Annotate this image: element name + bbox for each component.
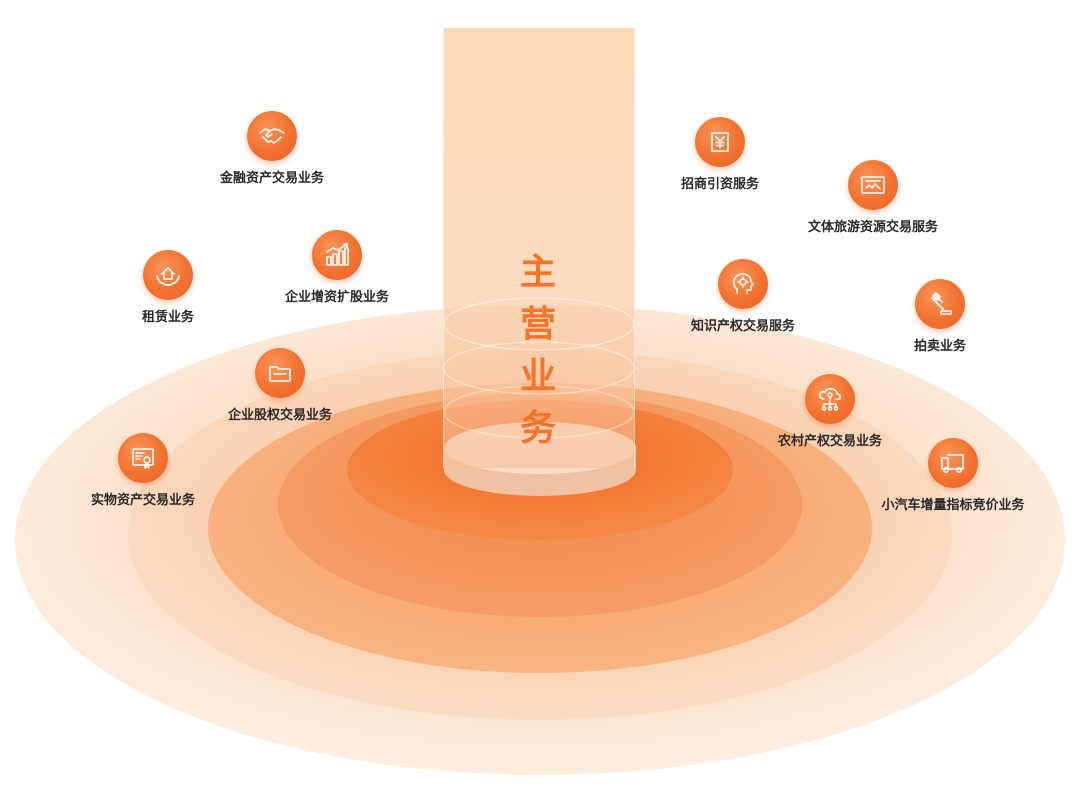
node-investment-attraction[interactable]: 招商引资服务	[670, 117, 770, 192]
folder-icon	[255, 348, 305, 398]
node-capital-increase[interactable]: 企业增资扩股业务	[272, 230, 402, 305]
cloud-network-icon	[805, 374, 855, 424]
node-label: 拍卖业务	[913, 339, 966, 354]
yuan-calendar-icon	[695, 117, 745, 167]
node-car-quota-bidding[interactable]: 小汽车增量指标竞价业务	[868, 438, 1038, 513]
node-label: 招商引资服务	[680, 177, 759, 192]
node-label: 租赁业务	[141, 310, 194, 325]
certificate-icon	[118, 433, 168, 483]
node-physical-assets[interactable]: 实物资产交易业务	[78, 433, 208, 508]
node-culture-tourism[interactable]: 文体旅游资源交易服务	[793, 160, 953, 235]
node-label: 实物资产交易业务	[90, 493, 195, 508]
node-label: 小汽车增量指标竞价业务	[881, 498, 1025, 513]
node-label: 企业股权交易业务	[227, 408, 332, 423]
gavel-icon	[915, 279, 965, 329]
node-auction[interactable]: 拍卖业务	[900, 279, 980, 354]
node-label: 金融资产交易业务	[219, 171, 324, 186]
node-intellectual-property[interactable]: 知识产权交易服务	[678, 259, 808, 334]
title-char-4: 务	[519, 408, 556, 449]
brain-head-icon	[718, 259, 768, 309]
title-char-2: 营	[519, 304, 556, 345]
node-financial-assets[interactable]: 金融资产交易业务	[212, 111, 332, 186]
pillar-rings	[444, 297, 634, 439]
node-equity-trading[interactable]: 企业股权交易业务	[215, 348, 345, 423]
node-label: 知识产权交易服务	[690, 319, 795, 334]
display-board-icon	[848, 160, 898, 210]
bar-chart-icon	[312, 230, 362, 280]
node-label: 文体旅游资源交易服务	[807, 220, 938, 235]
handshake-icon	[247, 111, 297, 161]
node-rural-property[interactable]: 农村产权交易业务	[760, 374, 900, 449]
truck-icon	[928, 438, 978, 488]
node-label: 农村产权交易业务	[777, 434, 882, 449]
node-leasing[interactable]: 租赁业务	[118, 250, 218, 325]
house-hands-icon	[143, 250, 193, 300]
central-pillar	[443, 28, 635, 468]
node-label: 企业增资扩股业务	[284, 290, 389, 305]
title-char-3: 业	[519, 356, 556, 397]
title-char-1: 主	[519, 252, 556, 293]
